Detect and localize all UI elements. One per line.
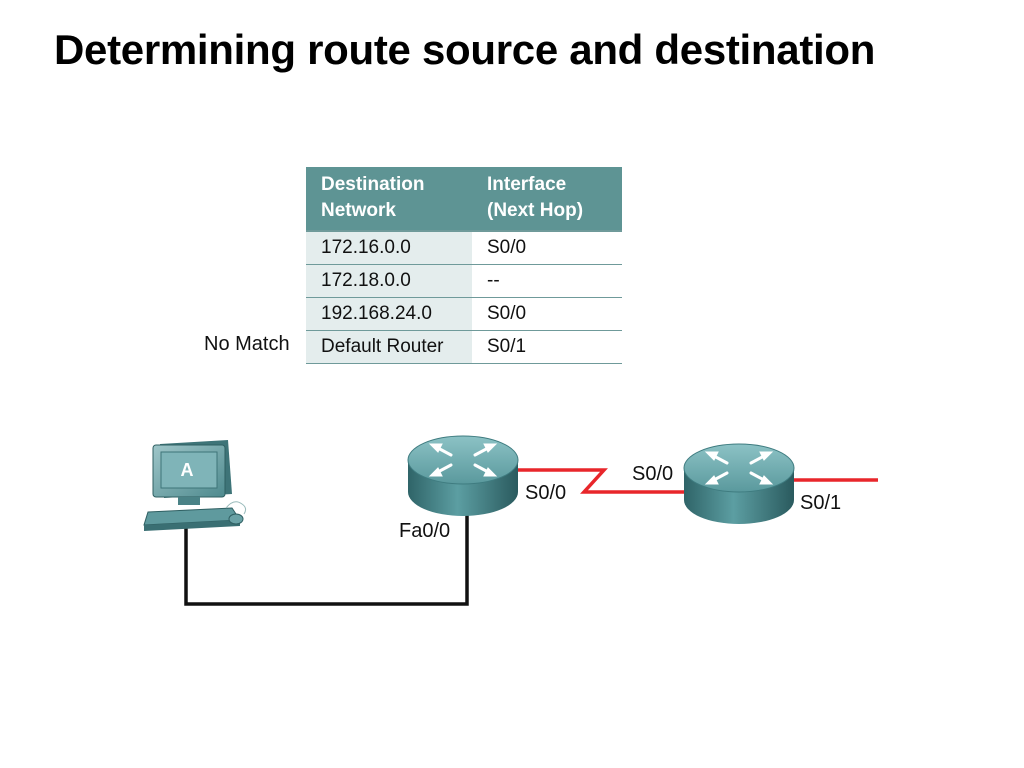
router-2-icon <box>683 443 795 524</box>
table-row: 192.168.24.0 S0/0 <box>306 297 622 331</box>
router1-serial-label: S0/0 <box>525 482 567 504</box>
table-row: 172.16.0.0 S0/0 <box>306 230 622 265</box>
column-header-interface: Interface (Next Hop) <box>472 167 622 231</box>
no-match-label: No Match <box>204 333 290 355</box>
router1-fa-label: Fa0/0 <box>399 520 451 542</box>
destination-cell: 192.168.24.0 <box>306 297 472 331</box>
column-header-destination: Destination Network <box>306 167 472 231</box>
interface-cell: S0/1 <box>472 330 622 364</box>
table-row: 172.18.0.0 -- <box>306 264 622 298</box>
routing-table: Destination Network Interface (Next Hop)… <box>306 167 622 364</box>
interface-cell: -- <box>472 264 622 298</box>
serial-link <box>518 468 684 494</box>
interface-cell: S0/0 <box>472 230 622 265</box>
destination-cell: 172.18.0.0 <box>306 264 472 298</box>
destination-cell: 172.16.0.0 <box>306 230 472 265</box>
page-title: Determining route source and destination <box>54 26 876 73</box>
destination-cell: Default Router <box>306 330 472 364</box>
interface-cell: S0/0 <box>472 297 622 331</box>
host-label: A <box>181 460 194 480</box>
router2-serial-out-label: S0/1 <box>800 492 842 514</box>
router-1-icon <box>407 435 519 516</box>
table-row-default: Default Router S0/1 <box>306 330 622 364</box>
host-a-icon <box>143 440 247 531</box>
router2-serial-in-label: S0/0 <box>632 463 674 485</box>
ethernet-link <box>184 512 469 606</box>
